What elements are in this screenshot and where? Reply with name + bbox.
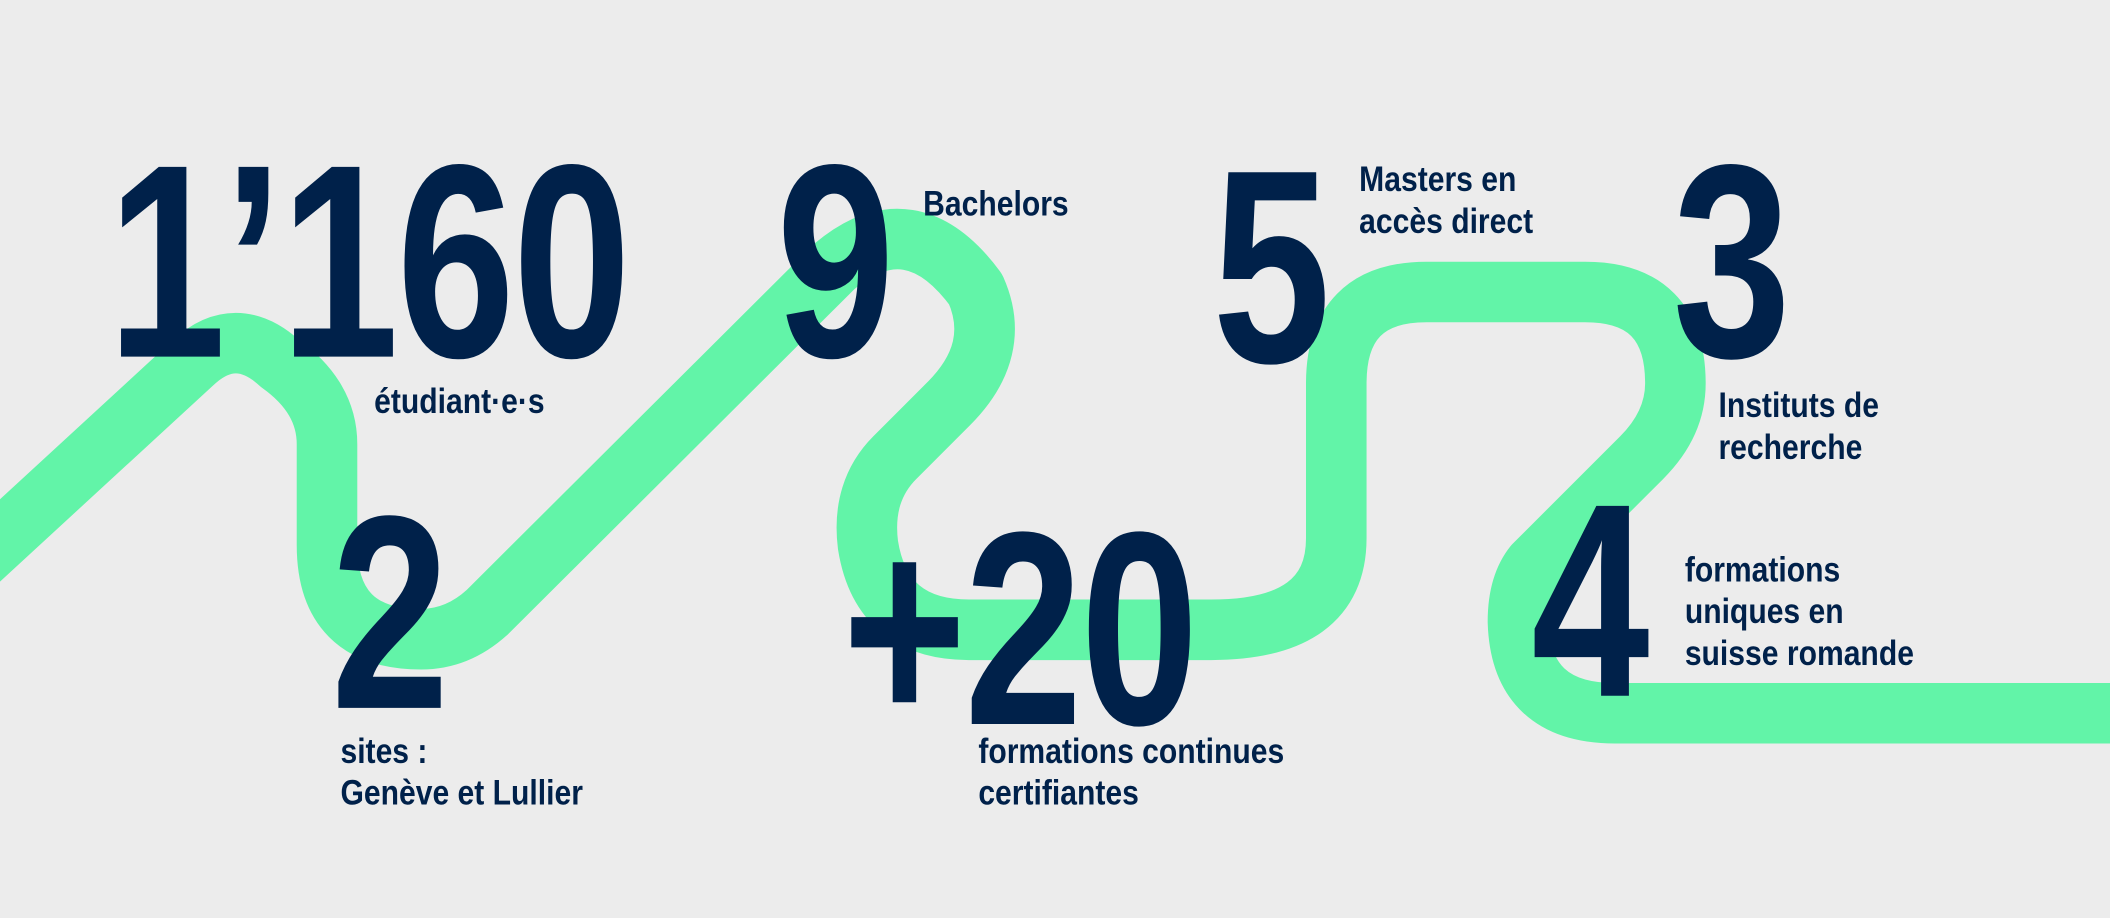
label-line: uniques en (1684, 590, 1844, 632)
winding-path-line (0, 208, 2110, 744)
stat-sites-value: 2 (331, 458, 449, 768)
label-line: certifiantes (978, 772, 1139, 813)
stat-unique-value: 4 (1531, 446, 1649, 755)
label-line: accès direct (1359, 200, 1534, 241)
stat-sites-label: sites :Genève et Lullier (340, 731, 582, 814)
stat-students-label: étudiant·e·s (374, 381, 545, 423)
label-line: sites : (340, 730, 428, 772)
label-line: formations continues (978, 730, 1285, 772)
label-line: formations (1684, 549, 1841, 590)
label-line: Genève et Lullier (340, 772, 583, 813)
stat-continuing-value: +20 (842, 475, 1198, 784)
label-line: recherche (1718, 426, 1863, 467)
stat-institutes-value: 3 (1672, 107, 1791, 416)
label-line: Bachelors (923, 183, 1069, 224)
label-line: suisse romande (1684, 632, 1914, 673)
label-line: étudiant·e·s (374, 380, 545, 422)
stat-masters-value: 5 (1212, 113, 1330, 422)
stat-students-value: 1’160 (107, 107, 631, 416)
stat-bachelors-value: 9 (776, 107, 894, 416)
label-line: Instituts de (1718, 384, 1879, 426)
label-line: Masters en (1359, 158, 1517, 200)
stat-bachelors-label: Bachelors (923, 183, 1069, 225)
